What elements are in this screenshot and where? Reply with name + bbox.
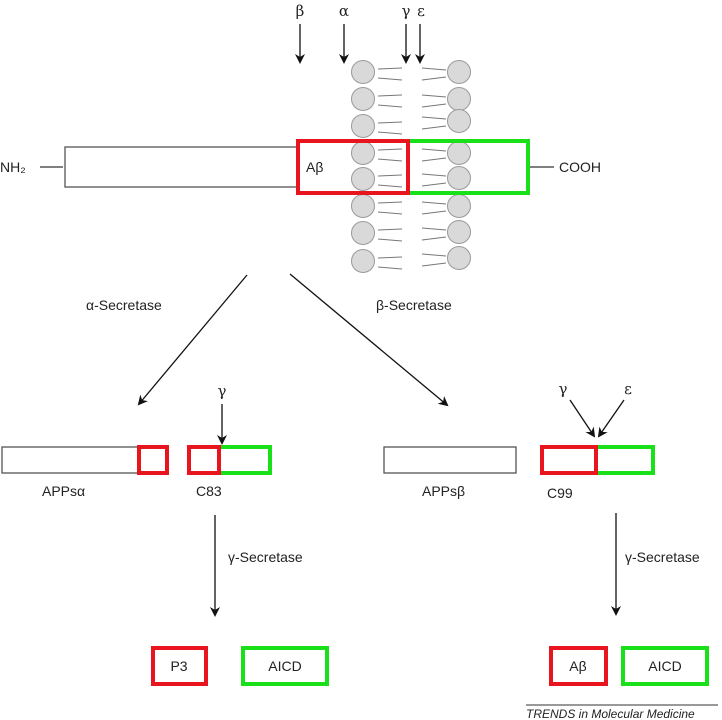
lipid-tail bbox=[421, 262, 447, 267]
lipid-tail bbox=[421, 125, 447, 130]
right-aicd-label: AICD bbox=[648, 658, 681, 674]
app-full-length: NH₂ Aβ COOH bbox=[0, 139, 601, 195]
lipid-tail bbox=[377, 77, 403, 81]
lipid-head bbox=[351, 114, 375, 138]
cleavage-site-arrows: β α γ ε bbox=[295, 2, 425, 64]
lipid-tail bbox=[377, 148, 403, 151]
credit-text: TRENDS in Molecular Medicine bbox=[526, 707, 695, 720]
appsalpha-label: APPsα bbox=[42, 483, 85, 499]
gamma-site-label: γ bbox=[402, 2, 411, 20]
right-gamma-secretase-label: γ-Secretase bbox=[625, 549, 700, 565]
lipid-tail bbox=[421, 148, 447, 152]
lipid-tail bbox=[421, 210, 447, 215]
lipid-tail bbox=[377, 104, 403, 108]
c99-abeta-part bbox=[540, 445, 598, 475]
lipid-head bbox=[447, 60, 471, 84]
lipid-head bbox=[351, 221, 375, 245]
lipid-head bbox=[351, 60, 375, 84]
lipid-tail bbox=[421, 103, 447, 108]
left-aicd-box bbox=[241, 646, 329, 686]
c99-epsilon-arrow bbox=[597, 399, 625, 438]
lipid-tail bbox=[377, 94, 403, 97]
lipid-head bbox=[351, 87, 375, 111]
lipid-head bbox=[447, 87, 471, 111]
beta-products: APPsβ C99 γ ε bbox=[383, 380, 655, 501]
beta-secretase-label: β-Secretase bbox=[376, 297, 452, 313]
lipid-tail bbox=[421, 76, 447, 81]
lipid-tail bbox=[421, 94, 447, 98]
lipid-head bbox=[447, 246, 471, 270]
beta-site-label: β bbox=[296, 2, 305, 20]
lipid-tail bbox=[377, 158, 403, 162]
alpha-secretase-label: α-Secretase bbox=[86, 297, 162, 313]
alpha-pathway-arrow bbox=[137, 274, 248, 406]
lipid-head bbox=[447, 194, 471, 218]
appsalpha-abeta-tip bbox=[137, 445, 169, 475]
c99-gamma-label: γ bbox=[559, 380, 568, 398]
lipid-tail bbox=[377, 174, 403, 177]
n-terminus-label: NH₂ bbox=[0, 159, 26, 175]
left-gamma-secretase-label: γ-Secretase bbox=[228, 549, 303, 565]
lipid-head bbox=[447, 166, 471, 190]
lipid-tail bbox=[421, 227, 447, 231]
lipid-tail bbox=[377, 256, 403, 259]
abeta-label: Aβ bbox=[306, 159, 323, 175]
lipid-tail bbox=[421, 236, 447, 241]
lipid-head bbox=[447, 141, 471, 165]
lipid-tail bbox=[377, 211, 403, 215]
lipid-tail bbox=[377, 67, 403, 70]
lipid-tail bbox=[421, 157, 447, 162]
c99-aicd-part bbox=[594, 445, 655, 475]
c99-label: C99 bbox=[547, 485, 573, 501]
c99-gamma-arrow bbox=[569, 399, 596, 438]
lipid-tail bbox=[377, 121, 403, 124]
p3-label: P3 bbox=[170, 658, 187, 674]
c83-label: C83 bbox=[196, 483, 222, 499]
lipid-tail bbox=[377, 238, 403, 242]
beta-pathway-arrow bbox=[289, 273, 449, 407]
alpha-products: APPsα C83 γ bbox=[1, 382, 272, 499]
lipid-head bbox=[351, 249, 375, 273]
lipid-tail bbox=[377, 184, 403, 188]
lipid-tail bbox=[377, 228, 403, 231]
c99-epsilon-label: ε bbox=[624, 380, 632, 398]
lipid-head bbox=[351, 194, 375, 218]
lipid-head bbox=[351, 167, 375, 191]
lipid-tail bbox=[421, 67, 447, 71]
lipid-head bbox=[447, 220, 471, 244]
appsbeta-box bbox=[383, 446, 517, 474]
p3-box bbox=[151, 646, 208, 686]
c83-aicd-part bbox=[217, 445, 272, 475]
lipid-tail bbox=[377, 201, 403, 204]
epsilon-site-label: ε bbox=[417, 2, 425, 20]
appsbeta-label: APPsβ bbox=[422, 483, 465, 499]
lipid-tail bbox=[421, 116, 447, 120]
lipid-head bbox=[351, 141, 375, 165]
lipid-tail bbox=[421, 182, 447, 187]
lipid-bilayer bbox=[351, 60, 471, 273]
c-terminus-label: COOH bbox=[559, 159, 601, 175]
abeta-region-box bbox=[296, 139, 410, 195]
c83-gamma-label: γ bbox=[218, 382, 227, 400]
appsalpha-box bbox=[1, 446, 140, 474]
lipid-tail bbox=[377, 131, 403, 135]
abeta-product-box bbox=[549, 646, 608, 686]
lipid-tail bbox=[421, 253, 447, 257]
lipid-tail bbox=[421, 173, 447, 177]
lipid-head bbox=[447, 109, 471, 133]
left-aicd-label: AICD bbox=[268, 658, 301, 674]
lipid-tail bbox=[377, 266, 403, 270]
c83-p3-part bbox=[187, 445, 221, 475]
lipid-tail bbox=[421, 201, 447, 205]
app-ectodomain-box bbox=[64, 146, 299, 188]
alpha-site-label: α bbox=[339, 2, 349, 20]
right-aicd-box bbox=[621, 646, 709, 686]
abeta-product-label: Aβ bbox=[569, 658, 586, 674]
